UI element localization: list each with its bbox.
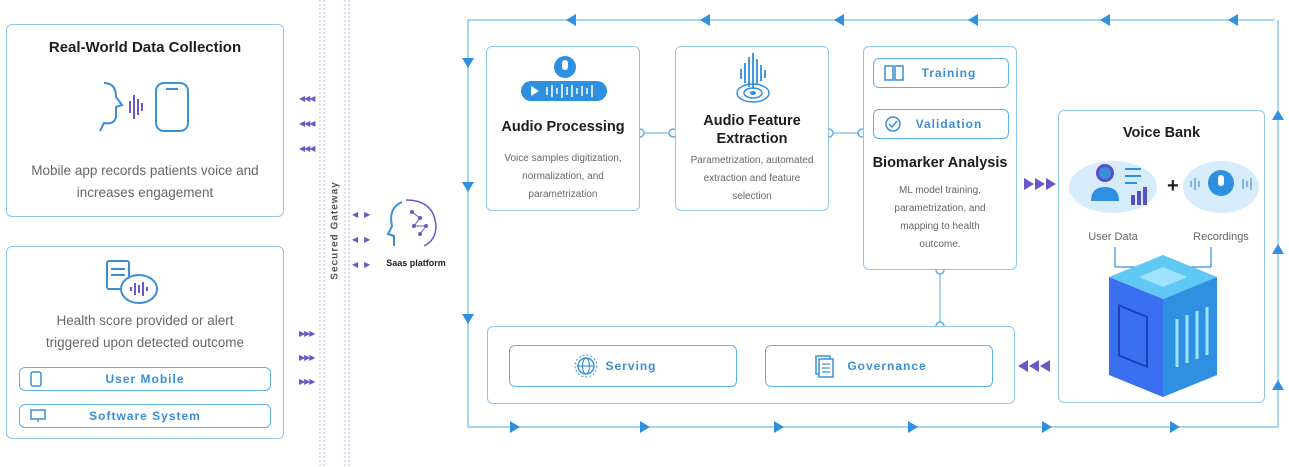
- biomarker-desc-1: ML model training,: [899, 185, 981, 196]
- recordings-icon: [1183, 161, 1259, 213]
- health-score-card: Health score provided or alert triggered…: [6, 246, 284, 439]
- governance-button[interactable]: Governance: [765, 345, 993, 387]
- governance-label: Governance: [847, 359, 927, 373]
- recordings-label: Recordings: [1193, 231, 1249, 243]
- deployment-card: Serving Governance: [487, 326, 1015, 404]
- globe-gear-icon: [574, 354, 598, 378]
- feature-extraction-desc-3: selection: [732, 191, 772, 202]
- feature-extraction-card: Audio Feature Extraction Parametrization…: [675, 46, 829, 211]
- audio-processing-desc-2: normalization, and: [522, 171, 604, 182]
- data-collection-desc-1: Mobile app records patients voice and: [31, 163, 259, 178]
- voice-bank-title: Voice Bank: [1122, 125, 1201, 141]
- user-mobile-button[interactable]: User Mobile: [19, 367, 271, 391]
- audio-processing-desc-1: Voice samples digitization,: [504, 153, 622, 164]
- training-button[interactable]: Training: [873, 58, 1009, 88]
- left-arrows-bottom: ▶▶▶▶▶▶▶▶▶: [299, 329, 316, 386]
- voice-phone-icon: [99, 82, 189, 132]
- voice-bank-card: Voice Bank + User Data Recordings: [1058, 110, 1265, 403]
- left-arrows-top: ◀◀◀◀◀◀◀◀◀: [299, 94, 316, 153]
- saas-arrows: ◀▶◀▶◀▶: [352, 210, 377, 269]
- audio-player-icon: [521, 56, 607, 101]
- biomarker-desc-4: outcome.: [919, 239, 961, 250]
- audio-processing-desc-3: parametrization: [528, 189, 598, 200]
- validation-button[interactable]: Validation: [873, 109, 1009, 139]
- data-collection-card: Real-World Data Collection Mobile app re…: [6, 24, 284, 217]
- user-data-label: User Data: [1088, 231, 1138, 243]
- biomarker-title: Biomarker Analysis: [872, 155, 1008, 171]
- plus-icon: +: [1167, 175, 1179, 197]
- feature-extraction-title-1: Audio Feature: [703, 113, 801, 129]
- ai-head-icon: [386, 199, 437, 247]
- feature-extraction-desc-2: extraction and feature: [703, 173, 801, 184]
- feature-extraction-title-2: Extraction: [716, 131, 788, 147]
- serving-button[interactable]: Serving: [509, 345, 737, 387]
- sound-wave-icon: [736, 53, 770, 103]
- software-system-label: Software System: [89, 409, 201, 423]
- biomarker-desc-3: mapping to health: [900, 221, 980, 232]
- report-chat-icon: [106, 260, 158, 304]
- feature-extraction-desc-1: Parametrization, automated: [690, 155, 814, 166]
- user-mobile-label: User Mobile: [105, 372, 185, 386]
- health-desc-2: triggered upon detected outcome: [45, 335, 245, 350]
- software-system-button[interactable]: Software System: [19, 404, 271, 428]
- check-badge-icon: [885, 116, 901, 132]
- monitor-icon: [30, 409, 46, 422]
- biomarker-desc-2: parametrization, and: [894, 203, 986, 214]
- data-collection-title: Real-World Data Collection: [48, 39, 242, 56]
- user-data-icon: [1069, 161, 1157, 213]
- validation-label: Validation: [915, 117, 983, 131]
- database-server-icon: [1109, 247, 1217, 397]
- data-collection-desc-2: increases engagement: [76, 185, 214, 200]
- biomarker-card: Training Validation Biomarker Analysis M…: [863, 46, 1017, 270]
- audio-processing-title: Audio Processing: [501, 119, 625, 135]
- serving-label: Serving: [605, 359, 657, 373]
- saas-platform-label: Saas platform: [386, 258, 446, 268]
- audio-processing-card: Audio Processing Voice samples digitizat…: [486, 46, 640, 211]
- mobile-icon: [30, 371, 42, 387]
- secured-gateway-label: Secured Gateway: [329, 181, 341, 280]
- health-desc-1: Health score provided or alert: [56, 313, 234, 328]
- training-label: Training: [921, 66, 977, 80]
- book-icon: [884, 65, 904, 81]
- document-icon: [815, 355, 834, 378]
